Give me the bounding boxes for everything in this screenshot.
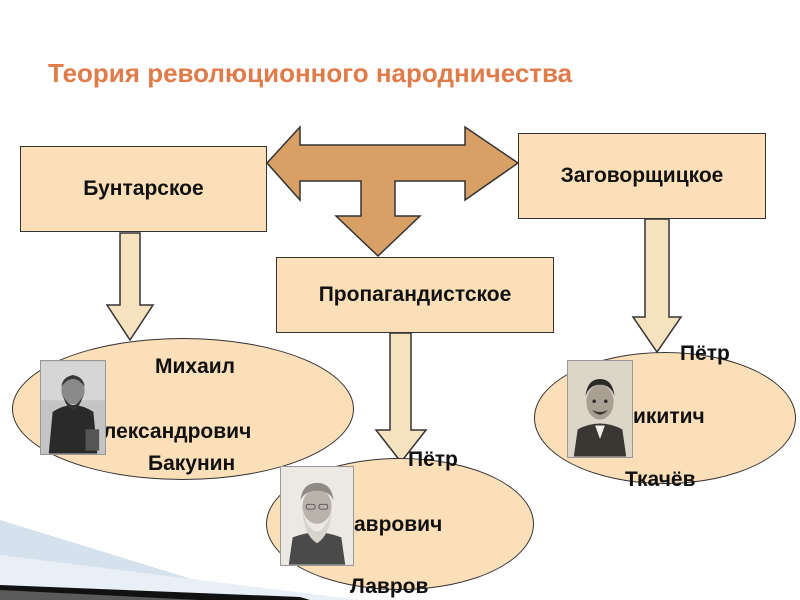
person-name-bakunin-first: Михаил [155,355,236,378]
diagram-title: Теория революционного народничества [48,58,573,88]
branch-box-buntar: Бунтарское [20,146,267,232]
person-name-tkachev-first: Пётр [680,342,730,365]
person-name-lavrov-patronymic: аврович [354,513,443,536]
portrait-lavrov [280,466,354,566]
double-headed-arrow [265,125,520,258]
branch-label-propag: Пропагандистское [318,283,512,306]
down-arrow-zagovor [631,218,683,354]
portrait-tkachev [567,360,633,458]
portrait-bakunin-image [41,361,105,454]
branch-label-buntar: Бунтарское [83,177,204,200]
branch-label-zagovor: Заговорщицкое [560,164,724,187]
portrait-lavrov-image [281,467,353,565]
down-arrow-propag [374,332,428,464]
person-name-tkachev-last: Ткачёв [625,468,696,491]
branch-box-propag: Пропагандистское [276,257,554,333]
portrait-bakunin [40,360,106,455]
down-arrow-buntar [105,232,155,342]
person-name-lavrov-first: Пётр [408,448,458,471]
slide-swoosh-decoration [0,520,360,600]
person-name-bakunin-last: Бакунин [148,452,236,475]
person-name-tkachev-patronymic: икитич [633,405,705,428]
branch-box-zagovor: Заговорщицкое [518,133,766,219]
portrait-tkachev-image [568,361,632,457]
person-name-bakunin-patronymic: лександрович [103,420,252,443]
person-name-lavrov-last: Лавров [350,575,429,598]
